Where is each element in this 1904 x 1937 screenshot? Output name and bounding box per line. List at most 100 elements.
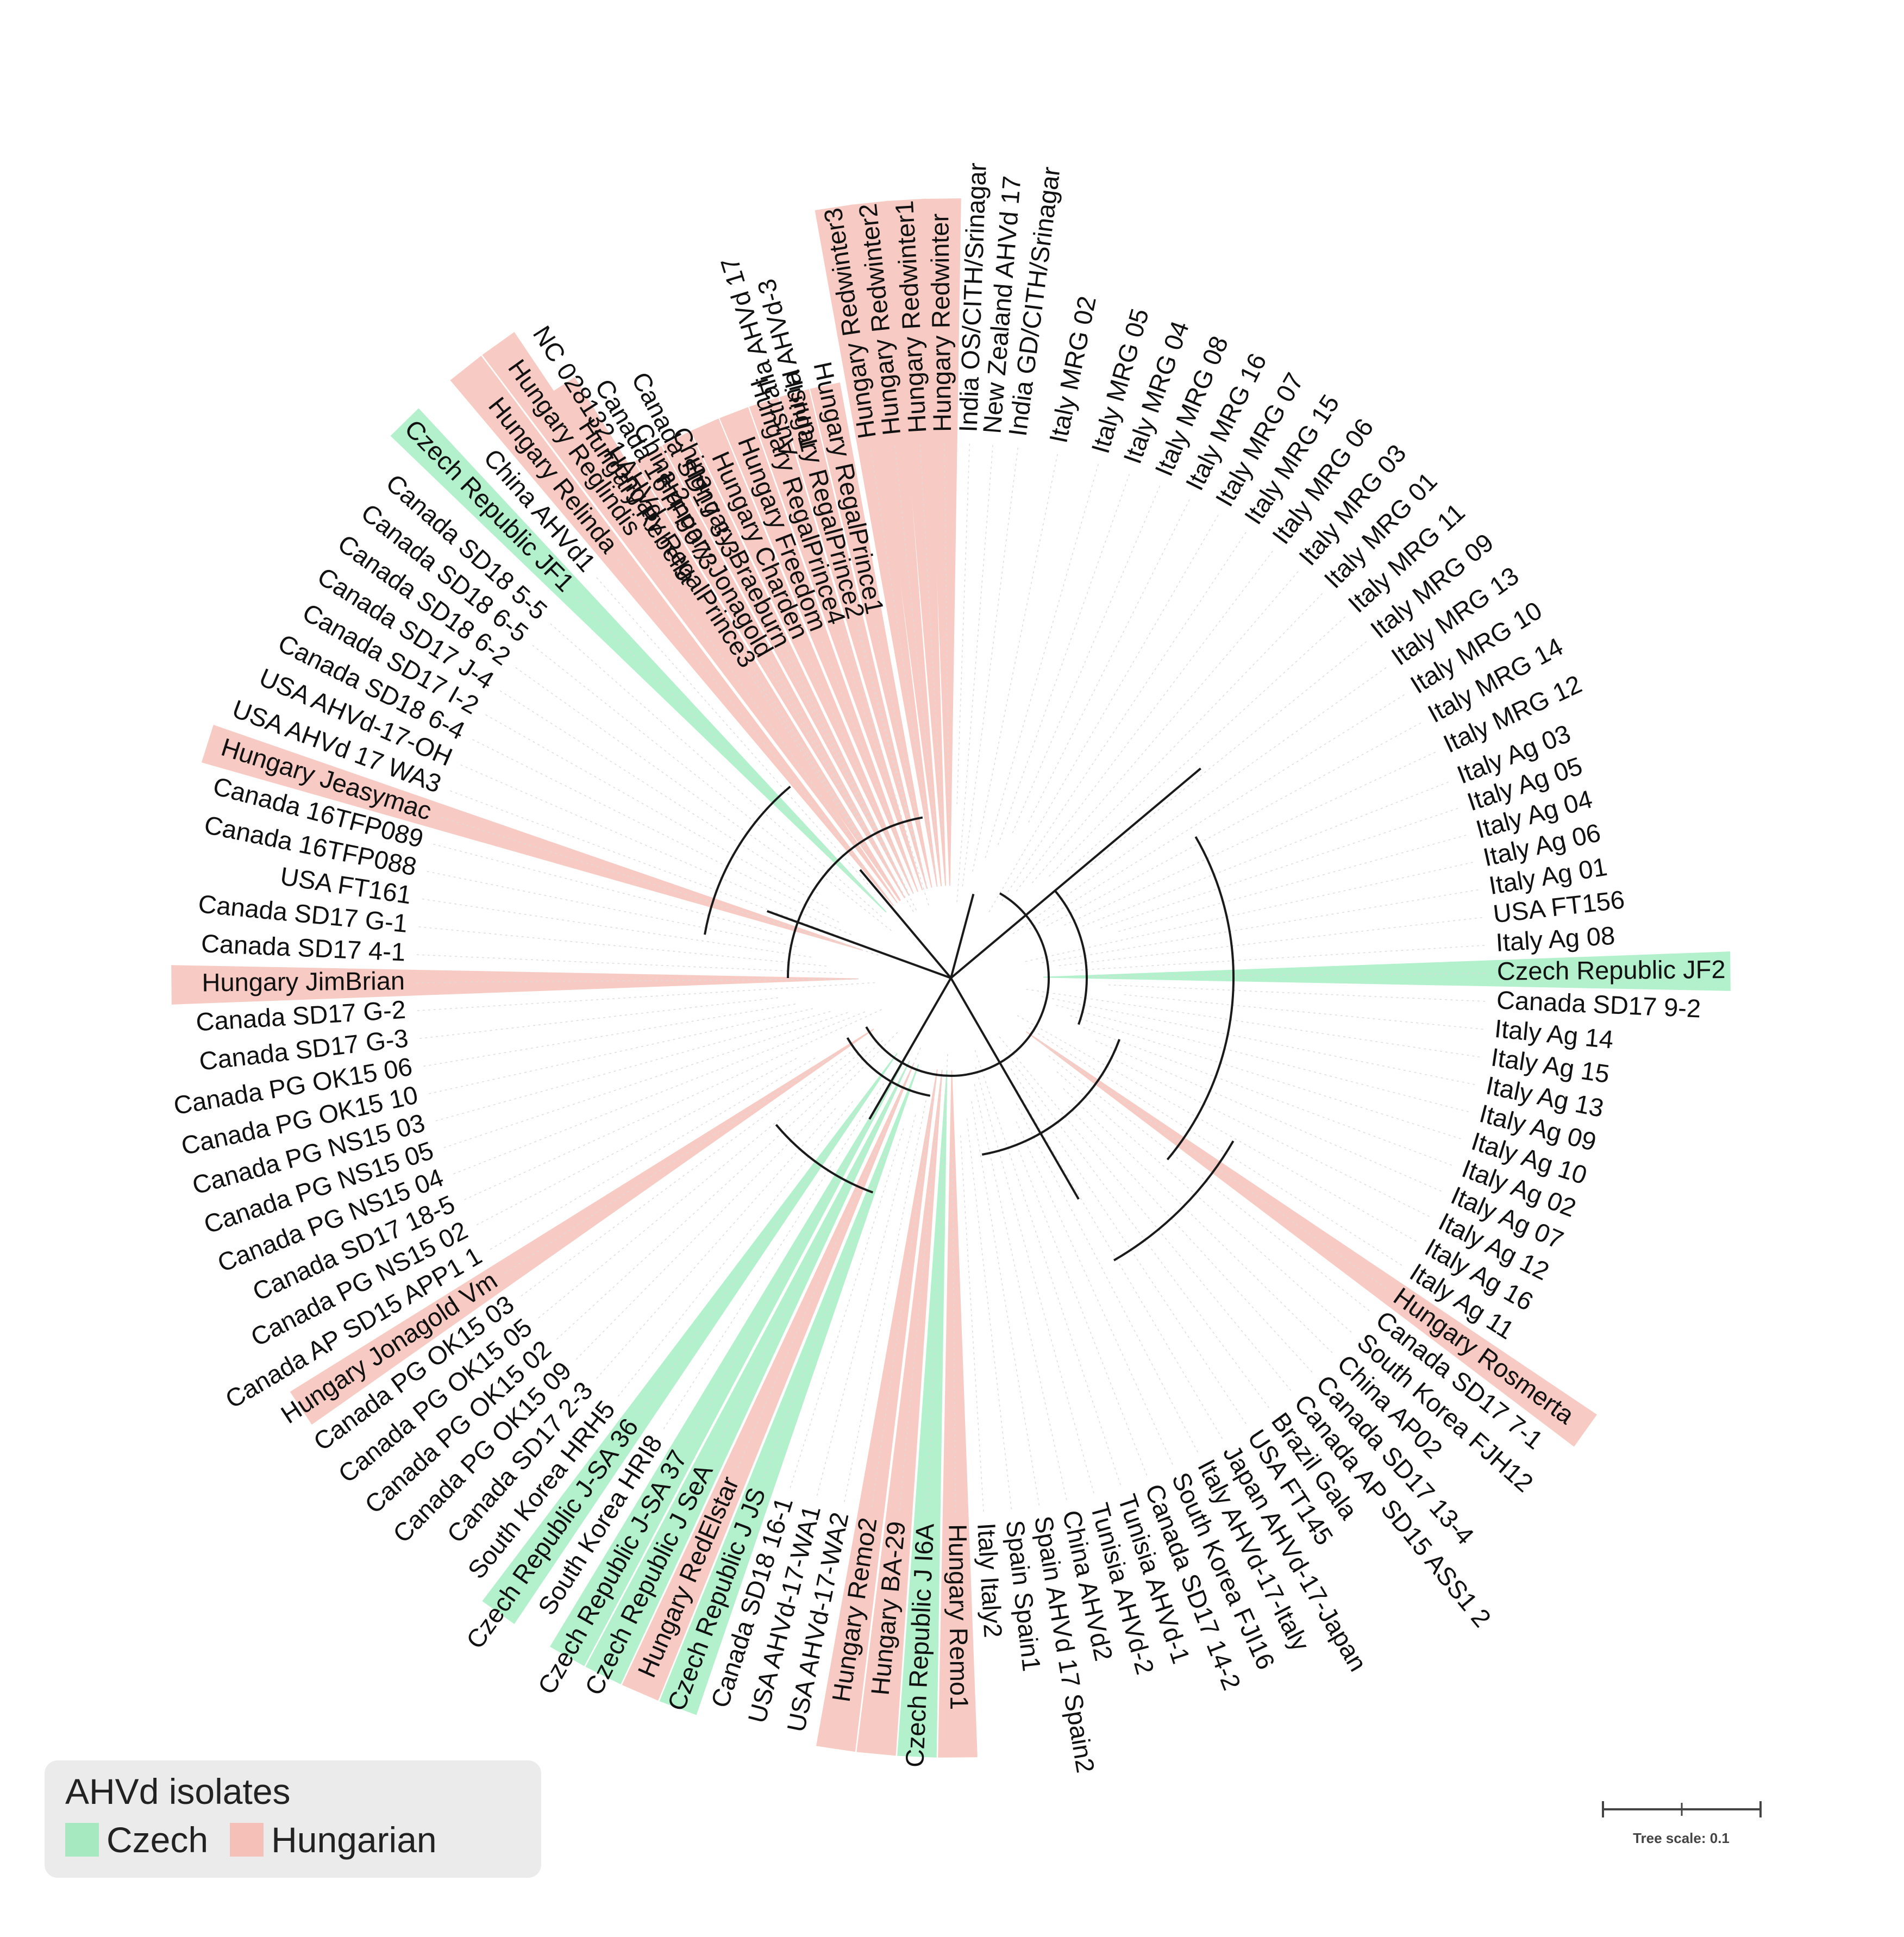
leaf-guide	[423, 1004, 796, 1067]
internal-branch	[865, 892, 1050, 1077]
legend-item-czech: Czech	[65, 1819, 208, 1860]
stem-branch	[950, 767, 1201, 979]
scale-bar-caption: Tree scale: 0.1	[1600, 1803, 1763, 1852]
leaf-guide	[418, 926, 827, 967]
leaf-guide	[617, 559, 863, 868]
leaf-label: Hungary JimBrian	[202, 966, 405, 996]
legend: AHVd isolates Czech Hungarian	[45, 1760, 541, 1878]
leaf-guide	[687, 1072, 898, 1444]
leaf-guide	[1092, 973, 1486, 977]
stem-branch	[859, 869, 952, 979]
leaf-guide	[857, 629, 915, 842]
leaf-guide	[1005, 1052, 1270, 1409]
leaf-guide	[443, 1012, 848, 1149]
leaf-guide	[1026, 988, 1481, 1058]
leaf-guide	[1046, 722, 1421, 927]
leaf-guide	[1028, 499, 1191, 823]
leaf-guide	[1041, 996, 1476, 1086]
hungarian-highlight-wedge	[779, 389, 928, 889]
leaf-guide	[475, 1058, 797, 1226]
leaf-guide	[464, 1009, 882, 1201]
leaf-guide	[1016, 550, 1274, 892]
leaf-guide	[974, 1050, 1122, 1486]
leaf-guide	[870, 448, 935, 871]
hungarian-highlight-wedge	[886, 198, 947, 886]
leaf-guide	[1025, 862, 1474, 962]
leaf-guide	[489, 1057, 816, 1250]
internal-branch	[787, 816, 923, 979]
leaf-guide	[962, 447, 1019, 887]
leaf-guide	[1014, 1085, 1223, 1440]
czech-highlight-wedge	[482, 1052, 898, 1624]
czech-highlight-wedge	[390, 408, 887, 913]
internal-branch	[846, 1037, 931, 1097]
stem-branch	[767, 910, 951, 979]
leaf-guide	[1068, 1106, 1313, 1373]
leaf-guide	[786, 656, 917, 911]
leaf-guide	[1049, 592, 1323, 877]
leaf-guide	[504, 1055, 834, 1274]
internal-branch	[1113, 1140, 1235, 1262]
leaf-guide	[1118, 835, 1467, 932]
leaf-guide	[421, 898, 811, 958]
leaf-guide	[416, 954, 843, 974]
leaf-label: Italy Italy2	[972, 1522, 1008, 1638]
stem-branch	[950, 893, 975, 979]
leaf-label: Hungary Redwinter	[925, 214, 956, 432]
hungarian-highlight-wedge	[938, 1070, 978, 1758]
hungarian-highlight-wedge	[719, 407, 918, 892]
leaf-guide	[1059, 917, 1483, 967]
leaf-guide	[419, 997, 779, 1039]
leaf-guide	[715, 577, 888, 871]
leaf-guide	[1010, 1068, 1247, 1425]
hungarian-highlight-wedge	[690, 418, 914, 894]
internal-branch	[1166, 836, 1235, 1161]
hungarian-highlight-wedge	[816, 1069, 938, 1752]
leaf-guide	[1108, 984, 1486, 1002]
leaf-guide	[1014, 1139, 1148, 1476]
leaf-guide	[1001, 531, 1247, 901]
leaf-guide	[988, 514, 1219, 913]
czech-highlight-wedge	[897, 1070, 948, 1758]
leaf-guide	[1031, 571, 1299, 883]
hungarian-highlight-wedge	[622, 1062, 915, 1701]
czech-highlight-wedge	[659, 1064, 919, 1715]
leaf-guide	[416, 982, 875, 1011]
leaf-guide	[515, 667, 810, 877]
leaf-guide	[794, 466, 929, 906]
leaf-guide	[1067, 616, 1346, 872]
hungarian-swatch	[230, 1823, 264, 1857]
czech-swatch	[65, 1823, 99, 1857]
leaf-guide	[971, 1101, 1040, 1506]
leaf-guide	[1082, 781, 1449, 927]
leaf-guide	[1106, 1055, 1430, 1218]
legend-items: Czech Hungarian	[65, 1819, 521, 1860]
legend-item-hungarian: Hungarian	[230, 1819, 437, 1860]
leaf-label: Czech Republic JF2	[1497, 955, 1726, 986]
stem-branch	[950, 977, 1080, 1200]
hungarian-highlight-wedge	[1025, 1031, 1597, 1447]
leaf-guide	[1056, 1071, 1352, 1333]
leaf-guide	[956, 443, 970, 805]
leaf-guide	[1042, 889, 1479, 963]
czech-highlight-wedge	[549, 1058, 906, 1666]
leaf-guide	[537, 1046, 868, 1319]
internal-branch	[704, 786, 791, 935]
czech-highlight-wedge	[585, 1060, 910, 1685]
leaf-guide	[1070, 1015, 1462, 1139]
hungarian-highlight-wedge	[749, 397, 923, 891]
leaf-guide	[769, 665, 865, 828]
hungarian-highlight-wedge	[171, 965, 859, 1005]
hungarian-highlight-wedge	[856, 1070, 943, 1756]
scale-bar-label: Tree scale: 0.1	[1633, 1830, 1730, 1846]
leaf-guide	[985, 463, 1099, 858]
leaf-guide	[575, 595, 875, 901]
leaf-guide	[1012, 485, 1161, 833]
hungarian-highlight-wedge	[201, 724, 863, 951]
leaf-guide	[871, 1085, 936, 1508]
leaf-guide	[816, 1114, 916, 1496]
scale-bar	[1602, 1801, 1762, 1817]
internal-branch	[981, 1039, 1120, 1156]
czech-highlight-wedge	[1043, 951, 1731, 991]
